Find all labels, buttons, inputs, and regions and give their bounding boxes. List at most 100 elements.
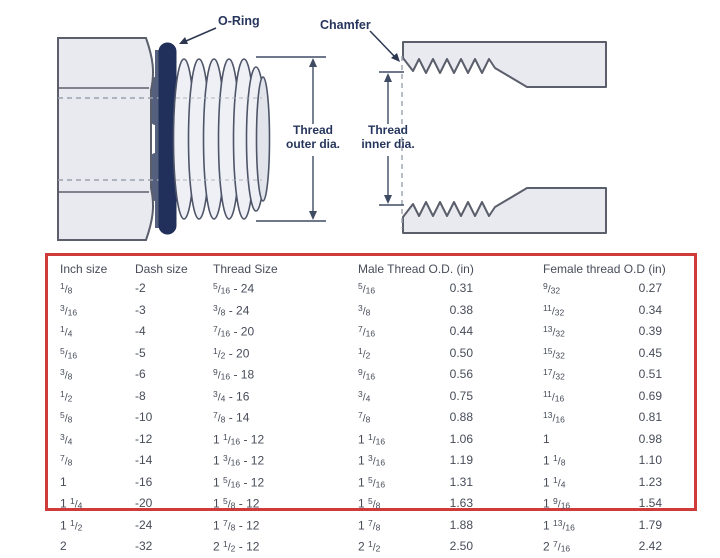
cell-dash-size: -6 xyxy=(135,367,146,382)
cell-male-od: 1.06 xyxy=(449,431,474,446)
cell-male-frac: 7/16 xyxy=(358,324,376,339)
cell-thread-size: 7/8 - 14 xyxy=(213,410,250,425)
cell-thread-size: 7/16 - 20 xyxy=(213,324,255,339)
cell-female-od: 2.42 xyxy=(638,539,663,554)
cell-male-od: 0.31 xyxy=(449,281,474,296)
header-male-od: Male Thread O.D. (in) xyxy=(358,262,474,276)
cell-female-od: 0.81 xyxy=(638,410,663,425)
cell-male-od: 0.75 xyxy=(449,388,474,403)
cell-thread-size: 1 1/16 - 12 xyxy=(213,431,265,447)
cell-inch-size: 3/8 xyxy=(60,367,73,382)
cell-male-od: 1.63 xyxy=(449,496,474,511)
cell-male-frac: 2 1/2 xyxy=(358,539,381,554)
cell-inch-size: 1 1/2 xyxy=(60,517,83,533)
cell-female-od: 0.39 xyxy=(638,324,663,339)
chamfer-arrow xyxy=(369,30,400,62)
cell-female-frac: 2 7/16 xyxy=(543,539,571,554)
inner-dia-dimension xyxy=(379,71,404,206)
cell-dash-size: -8 xyxy=(135,388,146,403)
cell-female-od: 0.51 xyxy=(638,367,663,382)
header-inch-size: Inch size xyxy=(60,262,108,276)
cell-female-od: 0.69 xyxy=(638,388,663,403)
cell-female-od: 0.98 xyxy=(638,431,663,446)
cell-male-frac: 1 1/16 xyxy=(358,431,386,447)
female-fitting-body xyxy=(402,41,607,234)
thread-coils xyxy=(172,58,271,220)
cell-inch-size: 7/8 xyxy=(60,453,73,468)
thread-outer-dia-label: Thread outer dia. xyxy=(285,123,340,151)
cell-male-frac: 1 3/16 xyxy=(358,453,386,468)
cell-inch-size: 1 1/4 xyxy=(60,496,83,511)
cell-male-frac: 1 7/8 xyxy=(358,517,381,533)
cell-dash-size: -10 xyxy=(135,410,153,425)
thread-spec-table: Inch size Dash size Thread Size Male Thr… xyxy=(60,260,666,558)
cell-male-od: 0.50 xyxy=(449,345,474,360)
cell-female-frac: 11/16 xyxy=(543,388,565,404)
cell-male-od: 1.31 xyxy=(449,474,474,489)
cell-male-frac: 9/16 xyxy=(358,367,376,382)
cell-thread-size: 3/8 - 24 xyxy=(213,302,250,318)
cell-female-frac: 11/32 xyxy=(543,302,565,318)
cell-male-od: 2.50 xyxy=(449,539,474,554)
male-fitting-body xyxy=(57,37,160,241)
thread-inner-dia-label: Thread inner dia. xyxy=(361,123,415,151)
cell-inch-size: 3/4 xyxy=(60,431,73,447)
cell-female-frac: 1 9/16 xyxy=(543,496,571,511)
cell-male-od: 0.88 xyxy=(449,410,474,425)
cell-female-frac: 13/32 xyxy=(543,324,565,339)
cell-female-od: 1.54 xyxy=(638,496,663,511)
chamfer-label: Chamfer xyxy=(320,18,371,32)
cell-inch-size: 5/8 xyxy=(60,410,73,425)
cell-dash-size: -16 xyxy=(135,474,153,489)
cell-thread-size: 3/4 - 16 xyxy=(213,388,250,404)
cell-inch-size: 2 xyxy=(60,539,67,554)
cell-male-od: 0.38 xyxy=(449,302,474,317)
cell-dash-size: -12 xyxy=(135,431,153,446)
cell-inch-size: 1 xyxy=(60,474,67,489)
cell-thread-size: 1 5/16 - 12 xyxy=(213,474,265,490)
cell-inch-size: 1/8 xyxy=(60,281,73,296)
cell-male-frac: 3/8 xyxy=(358,302,371,318)
table-row: 1/8 -2 5/16 - 24 5/16 0.31 9/32 0.27 xyxy=(60,278,662,300)
cell-female-frac: 1 xyxy=(543,431,550,446)
cell-dash-size: -20 xyxy=(135,496,153,511)
cell-dash-size: -32 xyxy=(135,539,153,554)
cell-male-frac: 5/16 xyxy=(358,281,376,296)
oring-arrow xyxy=(179,27,217,44)
cell-thread-size: 9/16 - 18 xyxy=(213,367,255,382)
thread-spec-table-box: Inch size Dash size Thread Size Male Thr… xyxy=(45,253,697,554)
cell-female-frac: 15/32 xyxy=(543,345,565,361)
cell-inch-size: 5/16 xyxy=(60,345,78,361)
cell-dash-size: -24 xyxy=(135,517,153,532)
fitting-diagram: O-Ring Chamfer Thread outer dia. Thread … xyxy=(0,0,720,253)
cell-female-od: 1.79 xyxy=(638,517,663,532)
cell-male-od: 1.19 xyxy=(449,453,474,468)
cell-dash-size: -2 xyxy=(135,281,146,296)
cell-male-frac: 7/8 xyxy=(358,410,371,425)
cell-female-od: 0.27 xyxy=(638,281,663,296)
header-thread-size: Thread Size xyxy=(213,262,278,276)
cell-thread-size: 2 1/2 - 12 xyxy=(213,539,260,554)
cell-dash-size: -14 xyxy=(135,453,153,468)
cell-male-frac: 3/4 xyxy=(358,388,371,404)
oring-label: O-Ring xyxy=(218,14,260,28)
cell-male-od: 1.88 xyxy=(449,517,474,532)
cell-female-frac: 1 13/16 xyxy=(543,517,575,533)
cell-female-frac: 9/32 xyxy=(543,281,561,296)
table-row: 1 1/2 -24 1 7/8 - 12 1 7/8 1.88 1 13/16 1.79 xyxy=(60,515,662,537)
fitting-diagram-art xyxy=(57,27,607,241)
cell-dash-size: -4 xyxy=(135,324,146,339)
cell-thread-size: 5/16 - 24 xyxy=(213,281,255,296)
cell-dash-size: -5 xyxy=(135,345,146,360)
cell-female-frac: 1 1/8 xyxy=(543,453,566,468)
cell-thread-size: 1 7/8 - 12 xyxy=(213,517,260,533)
table-row: 3/4 -12 1 1/16 - 12 1 1/16 1.06 1 0.98 xyxy=(60,429,662,451)
